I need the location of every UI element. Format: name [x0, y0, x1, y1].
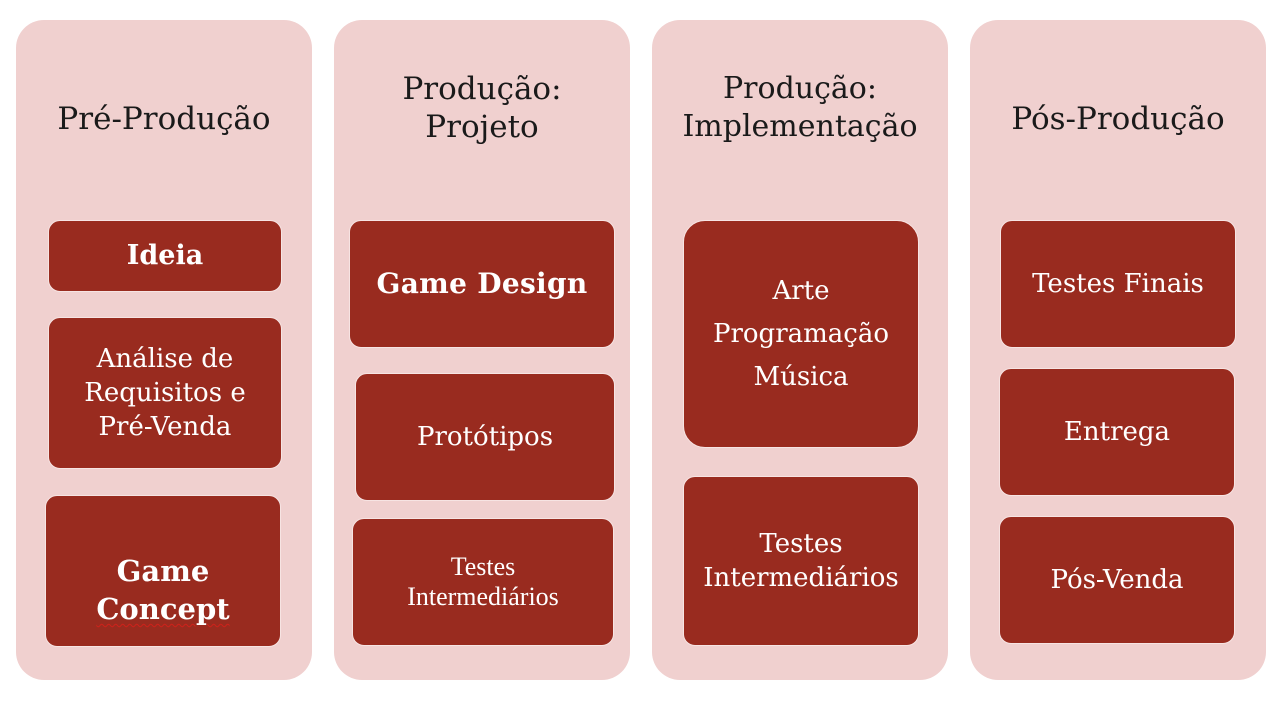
stage-box-ideia: Ideia: [48, 220, 282, 292]
stage-box-pos-venda: Pós-Venda: [999, 516, 1235, 644]
stage-box-prototipos: Protótipos: [355, 373, 615, 501]
column-title: Pré-Produção: [57, 101, 271, 137]
column-pre-producao: Pré-Produção Ideia Análise de Requisitos…: [16, 20, 312, 680]
column-pos-producao: Pós-Produção Testes Finais Entrega Pós-V…: [970, 20, 1266, 680]
column-title: Produção: Projeto: [402, 71, 562, 145]
column-title: Pós-Produção: [1011, 101, 1225, 137]
column-title: Produção: Implementação: [682, 71, 918, 144]
column-producao-projeto: Produção: Projeto Game Design Protótipos…: [334, 20, 630, 680]
stage-box-testes-intermediarios: Testes Intermediários: [352, 518, 614, 646]
stage-box-game-design: Game Design: [349, 220, 615, 348]
stage-box-entrega: Entrega: [999, 368, 1235, 496]
stage-box-testes-finais: Testes Finais: [1000, 220, 1236, 348]
stage-box-arte-programacao-musica: Arte Programação Música: [683, 220, 919, 448]
stage-box-analise-requisitos: Análise de Requisitos e Pré-Venda: [48, 317, 282, 469]
stage-box-testes-intermediarios: Testes Intermediários: [683, 476, 919, 646]
column-producao-implementacao: Produção: Implementação Arte Programação…: [652, 20, 948, 680]
